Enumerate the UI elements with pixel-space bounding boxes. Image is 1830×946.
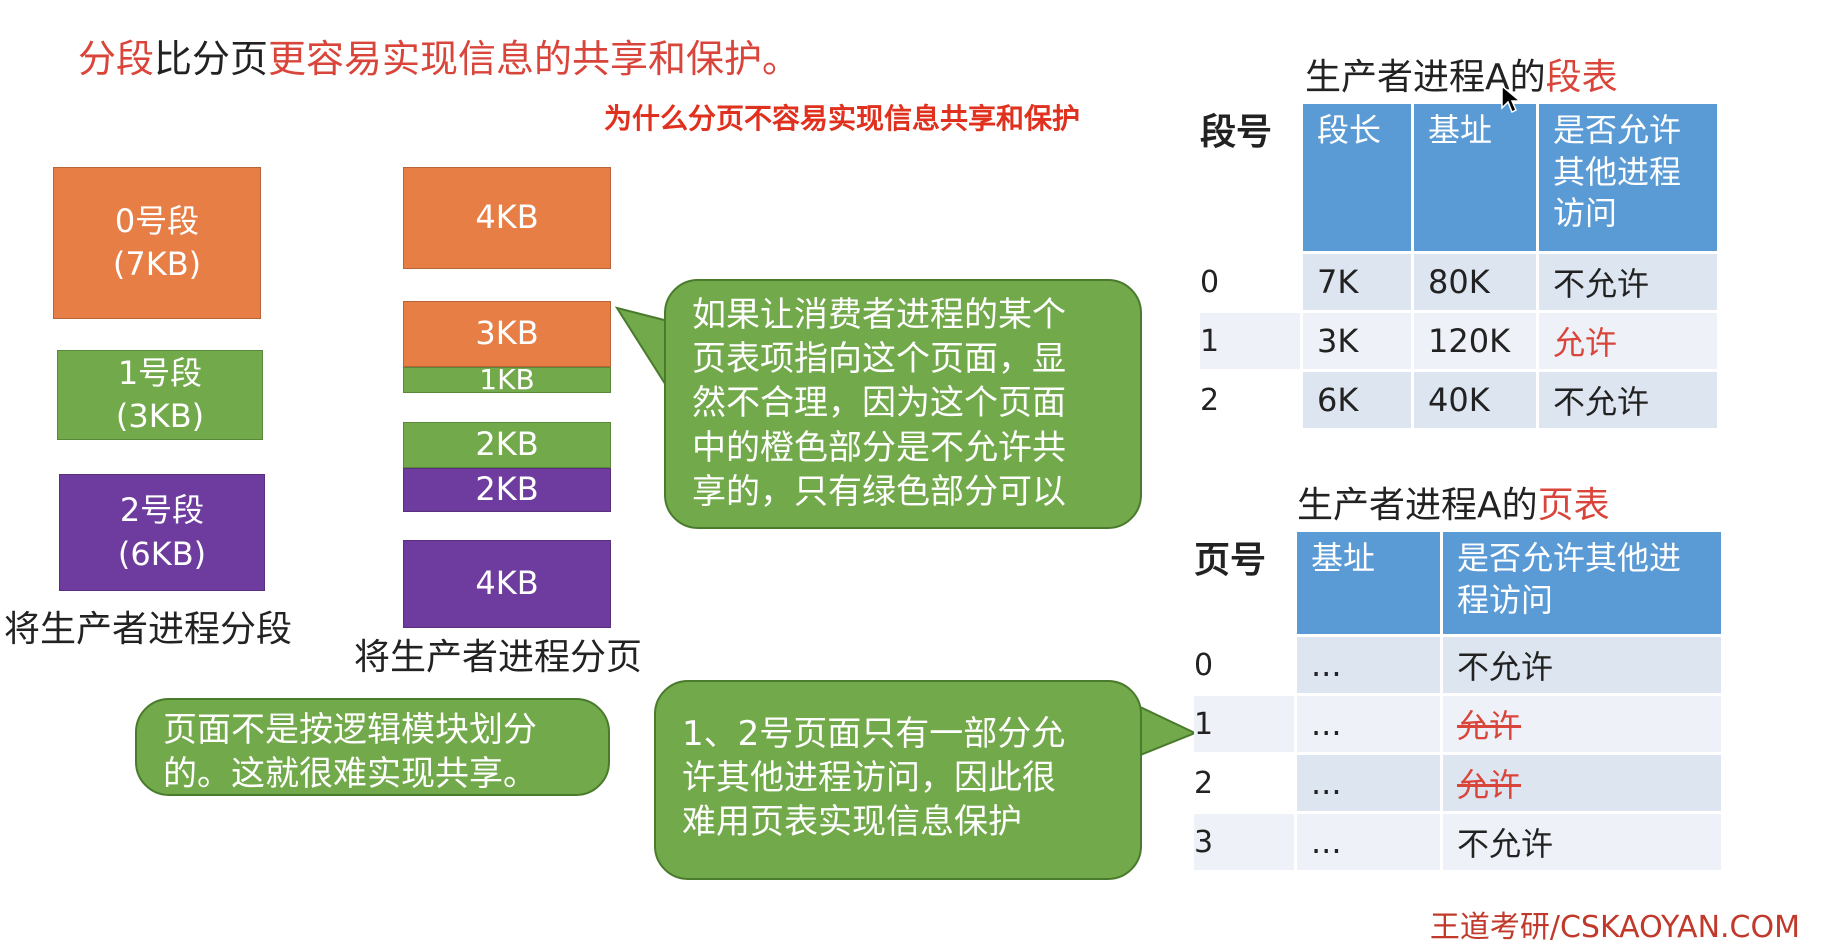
page-row-base: ... xyxy=(1295,634,1443,695)
bubble-top-line-2: 页表项指向这个页面，显 xyxy=(692,339,1066,380)
page-row-no: 3 xyxy=(1194,811,1297,870)
segment-2-size: (6KB) xyxy=(117,534,207,573)
page-table-header-allow: 是否允许其他进程访问 xyxy=(1441,532,1724,636)
page-row-allow: 不允许 xyxy=(1441,634,1724,695)
page-1-green-part: 1KB xyxy=(403,363,611,396)
segment-2-block: 2号段 (6KB) xyxy=(59,474,265,591)
page-3-block: 4KB xyxy=(403,540,611,628)
segment-row-allow: 不允许 xyxy=(1537,369,1720,428)
segment-table-header-len: 段长 xyxy=(1301,104,1414,253)
page-2-purple-part: 2KB xyxy=(403,468,611,512)
title-part1: 分段 xyxy=(78,37,155,81)
page-row-allow: 允许 xyxy=(1441,752,1724,813)
segment-row-len: 6K xyxy=(1301,369,1414,428)
segment-row-no: 0 xyxy=(1200,251,1303,312)
page-table-header: 页号 基址 是否允许其他进程访问 xyxy=(1194,532,1724,636)
page-1-green-label: 1KB xyxy=(479,363,535,397)
page-table-header-base: 基址 xyxy=(1295,532,1443,636)
page-row-no: 1 xyxy=(1194,693,1297,754)
slide-title: 分段比分页更容易实现信息的共享和保护。 xyxy=(78,28,800,83)
segment-table-row: 0 7K 80K 不允许 xyxy=(1200,251,1720,312)
segment-table-header: 段号 段长 基址 是否允许其他进程访问 xyxy=(1200,104,1720,253)
segment-table-title: 生产者进程A的段表 xyxy=(1305,48,1618,100)
bubble-top-line-3: 然不合理，因为这个页面 xyxy=(692,383,1066,424)
page-0-block: 4KB xyxy=(403,167,611,269)
segment-row-allow: 不允许 xyxy=(1537,251,1720,312)
page-row-base: ... xyxy=(1295,752,1443,813)
segment-1-name: 1号段 xyxy=(117,353,203,392)
segment-row-base: 40K xyxy=(1412,369,1539,428)
page-row-no: 0 xyxy=(1194,634,1297,695)
page-1-orange-part: 3KB xyxy=(403,301,611,367)
title-part2: 比分页 xyxy=(154,37,269,81)
callout-bubble-left: 页面不是按逻辑模块划分 的。这就很难实现共享。 xyxy=(135,698,610,796)
page-row-allow: 不允许 xyxy=(1441,811,1724,870)
segment-table-header-allow: 是否允许其他进程访问 xyxy=(1537,104,1720,253)
segment-row-len: 7K xyxy=(1301,251,1414,312)
page-row-allow: 允许 xyxy=(1441,693,1724,754)
segment-row-allow: 允许 xyxy=(1537,310,1720,371)
bubble-top-line-5: 享的，只有绿色部分可以 xyxy=(692,471,1066,512)
segment-1-block: 1号段 (3KB) xyxy=(57,350,263,440)
question-text: 为什么分页不容易实现信息共享和保护 xyxy=(604,102,1081,135)
bubble-mid-line-3: 难用页表实现信息保护 xyxy=(682,802,1022,843)
footer-watermark: 王道考研/CSKAOYAN.COM xyxy=(1429,910,1800,945)
segment-0-size: (7KB) xyxy=(112,245,202,283)
page-table: 页号 基址 是否允许其他进程访问 0 ... 不允许 1 ... 允许 2 ..… xyxy=(1194,532,1724,870)
page-table-row: 3 ... 不允许 xyxy=(1194,811,1724,870)
bubble-top-line-1: 如果让消费者进程的某个 xyxy=(692,295,1066,335)
segment-2-name: 2号段 xyxy=(119,491,205,530)
page-table-row: 0 ... 不允许 xyxy=(1194,634,1724,695)
segment-table-header-base: 基址 xyxy=(1412,104,1539,253)
page-3-label: 4KB xyxy=(475,564,539,603)
segment-0-name: 0号段 xyxy=(114,201,200,240)
page-0-label: 4KB xyxy=(475,198,539,237)
segment-table: 段号 段长 基址 是否允许其他进程访问 0 7K 80K 不允许 1 3K 12… xyxy=(1200,104,1720,428)
page-2-green-part: 2KB xyxy=(403,422,611,468)
bubble-mid-line-2: 许其他进程访问，因此很 xyxy=(682,758,1056,799)
segment-table-corner: 段号 xyxy=(1200,104,1303,253)
title-part3: 更容易实现信息的共享和保护。 xyxy=(268,37,801,81)
page-table-row: 1 ... 允许 xyxy=(1194,693,1724,754)
segment-row-no: 2 xyxy=(1200,369,1303,428)
callout-bubble-mid: 1、2号页面只有一部分允 许其他进程访问，因此很 难用页表实现信息保护 xyxy=(654,680,1142,880)
page-table-title-prefix: 生产者进程A的 xyxy=(1297,485,1538,526)
segment-row-base: 80K xyxy=(1412,251,1539,312)
page-row-base: ... xyxy=(1295,693,1443,754)
page-2-purple-label: 2KB xyxy=(475,470,539,509)
page-table-title-highlight: 页表 xyxy=(1537,485,1610,526)
pages-caption: 将生产者进程分页 xyxy=(354,637,643,678)
mouse-cursor-icon xyxy=(1501,84,1522,114)
segment-table-row: 2 6K 40K 不允许 xyxy=(1200,369,1720,428)
callout-bubble-top: 如果让消费者进程的某个 页表项指向这个页面，显 然不合理，因为这个页面 中的橙色… xyxy=(664,279,1142,529)
bubble-mid-tail xyxy=(1137,704,1198,758)
page-1-orange-label: 3KB xyxy=(475,314,539,353)
page-row-base: ... xyxy=(1295,811,1443,870)
segment-row-len: 3K xyxy=(1301,310,1414,371)
segment-row-base: 120K xyxy=(1412,310,1539,371)
page-table-title: 生产者进程A的页表 xyxy=(1297,476,1610,528)
page-2-green-label: 2KB xyxy=(475,425,539,464)
page-row-no: 2 xyxy=(1194,752,1297,813)
segment-row-no: 1 xyxy=(1200,310,1303,371)
bubble-left-line-2: 的。这就很难实现共享。 xyxy=(163,754,537,795)
bubble-left-line-1: 页面不是按逻辑模块划分 xyxy=(163,710,537,750)
segment-table-title-highlight: 段表 xyxy=(1545,57,1618,98)
page-table-row: 2 ... 允许 xyxy=(1194,752,1724,813)
bubble-mid-line-1: 1、2号页面只有一部分允 xyxy=(682,714,1066,754)
segment-0-block: 0号段 (7KB) xyxy=(53,167,261,319)
segments-caption: 将生产者进程分段 xyxy=(4,609,293,650)
bubble-top-line-4: 中的橙色部分是不允许共 xyxy=(692,427,1066,468)
segment-table-row: 1 3K 120K 允许 xyxy=(1200,310,1720,371)
segment-1-size: (3KB) xyxy=(115,397,205,435)
page-table-corner: 页号 xyxy=(1194,532,1297,636)
